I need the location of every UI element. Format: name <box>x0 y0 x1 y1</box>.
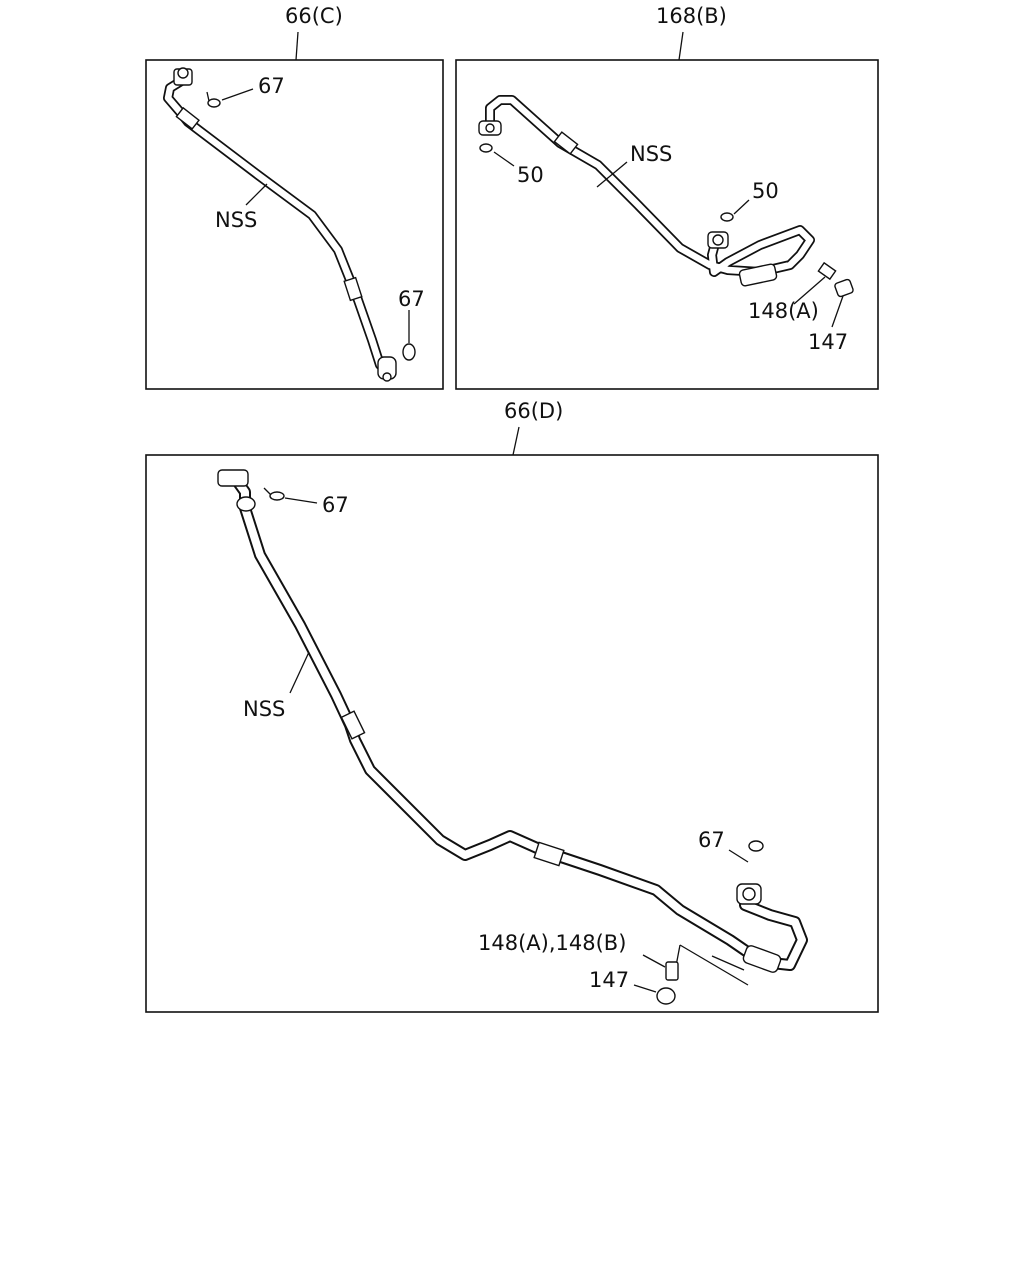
hose-66d <box>229 472 808 971</box>
o-ring-50-right <box>720 212 734 222</box>
panel-168b: 168(B) 50 50 148(A) 147 NSS <box>455 4 879 390</box>
leader-67-top <box>221 88 254 101</box>
o-ring-guide <box>263 487 272 496</box>
leader-50-right <box>733 199 750 215</box>
leader-nss <box>289 651 310 694</box>
o-ring-guide <box>206 91 210 102</box>
panel-66d-ref-label: 66(D) <box>504 399 563 423</box>
leader-nss <box>596 161 628 188</box>
hose-sleeve <box>738 263 778 287</box>
label-50-right: 50 <box>752 179 779 203</box>
label-67-bottom: 67 <box>398 287 425 311</box>
leader-nss <box>245 183 268 206</box>
panel-168b-ref-label: 168(B) <box>656 4 727 28</box>
pipe-fitting-top <box>217 469 249 487</box>
label-148a: 148(A) <box>748 299 819 323</box>
label-147: 147 <box>808 330 848 354</box>
bolt-148a <box>817 261 837 281</box>
panel-66d-frame <box>145 454 879 1013</box>
o-ring-67-right <box>748 840 764 852</box>
hose-sleeve <box>175 106 200 130</box>
leader-148 <box>642 954 666 968</box>
leader-147 <box>633 984 657 993</box>
panel-66c-ref-leader <box>295 31 299 61</box>
leader-67-top <box>284 497 318 504</box>
hose-sleeve <box>742 945 782 973</box>
hose-sleeve <box>340 710 366 740</box>
hose-sleeve <box>343 276 363 302</box>
panel-66c-ref-label: 66(C) <box>285 4 343 28</box>
label-50-left: 50 <box>517 163 544 187</box>
fitting-bore <box>177 67 189 79</box>
leader-67-right <box>728 849 749 863</box>
fitting-bore <box>485 123 495 133</box>
label-67-top: 67 <box>322 493 349 517</box>
label-67-top: 67 <box>258 74 285 98</box>
panel-168b-frame <box>455 59 879 390</box>
fitting-collar <box>236 496 256 512</box>
panel-66c: 66(C) 67 67 NSS <box>145 4 444 390</box>
bolt-guide <box>711 955 745 971</box>
label-148: 148(A),148(B) <box>478 931 626 955</box>
label-147: 147 <box>589 968 629 992</box>
hose-66c <box>163 75 385 370</box>
fitting-bore <box>712 234 724 246</box>
hose-sleeve <box>533 841 565 867</box>
o-ring-67-top <box>269 491 285 501</box>
label-nss: NSS <box>215 208 257 232</box>
bolt-148 <box>665 961 679 981</box>
label-67-right: 67 <box>698 828 725 852</box>
nut-147 <box>834 278 854 298</box>
fitting-bore <box>382 372 392 382</box>
panel-66d: 66(D) 67 67 148(A),148(B) 147 NSS <box>145 399 879 1013</box>
leader-50-left <box>493 151 515 167</box>
o-ring-67-top <box>207 98 221 108</box>
nut-147 <box>656 987 676 1005</box>
leader-147 <box>831 295 844 328</box>
label-nss: NSS <box>243 697 285 721</box>
o-ring-67-bottom <box>402 343 416 361</box>
panel-66d-ref-leader <box>512 426 520 456</box>
panel-168b-ref-leader <box>678 31 684 61</box>
fitting-bore <box>742 887 756 901</box>
hose-sleeve <box>553 131 579 155</box>
o-ring-50-left <box>479 143 493 153</box>
panel-66c-frame <box>145 59 444 390</box>
label-nss: NSS <box>630 142 672 166</box>
bolt-guide <box>679 944 749 986</box>
leader-148a <box>793 276 826 305</box>
